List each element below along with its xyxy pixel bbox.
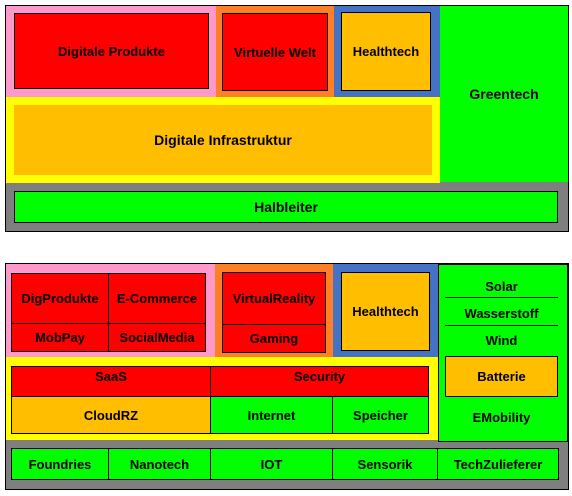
virtualreality-label: VirtualReality xyxy=(232,291,316,306)
security-box: Security xyxy=(210,366,429,397)
emobility-cell: EMobility xyxy=(445,400,558,434)
speicher-box: Speicher xyxy=(332,396,429,434)
cloudrz-label: CloudRZ xyxy=(83,407,139,423)
wasserstoff-label: Wasserstoff xyxy=(464,306,539,321)
iot-box: IOT xyxy=(210,448,333,480)
mobpay-box: MobPay xyxy=(11,323,109,352)
iot-label: IOT xyxy=(260,456,283,472)
ecommerce-box: E-Commerce xyxy=(108,273,206,324)
internet-box: Internet xyxy=(210,396,333,434)
techzulieferer-box: TechZulieferer xyxy=(437,448,559,480)
techzulieferer-label: TechZulieferer xyxy=(453,456,543,472)
greentech-label: Greentech xyxy=(469,86,539,102)
healthtech-label: Healthtech xyxy=(352,44,420,59)
solar-cell: Solar xyxy=(445,276,558,298)
virtuelle-welt-box: Virtuelle Welt xyxy=(222,13,328,91)
nanotech-label: Nanotech xyxy=(129,456,190,472)
saas-box: SaaS xyxy=(11,366,211,397)
batterie-box: Batterie xyxy=(445,356,558,397)
sensorik-label: Sensorik xyxy=(357,456,413,472)
solar-label: Solar xyxy=(485,279,518,294)
emobility-label: EMobility xyxy=(472,409,531,425)
cloudrz-box: CloudRZ xyxy=(11,396,211,434)
gaming-label: Gaming xyxy=(249,331,299,346)
wind-label: Wind xyxy=(485,332,518,348)
nanotech-box: Nanotech xyxy=(108,448,211,480)
healthtech-box: Healthtech xyxy=(341,12,431,91)
healthtech-bottom-box: Healthtech xyxy=(341,272,430,351)
digitale-produkte-box: Digitale Produkte xyxy=(14,13,209,89)
internet-label: Internet xyxy=(247,407,296,423)
digitale-infrastruktur-box: Digitale Infrastruktur xyxy=(14,105,432,175)
ecommerce-label: E-Commerce xyxy=(116,291,198,306)
socialmedia-box: SocialMedia xyxy=(108,323,206,352)
energy-column xyxy=(438,264,568,442)
halbleiter-label: Halbleiter xyxy=(254,199,318,215)
speicher-label: Speicher xyxy=(353,407,408,423)
saas-label: SaaS xyxy=(95,369,127,384)
digitale-infrastruktur-label: Digitale Infrastruktur xyxy=(154,132,292,148)
sensorik-box: Sensorik xyxy=(332,448,438,480)
greentech-box: Greentech xyxy=(440,6,568,182)
halbleiter-box: Halbleiter xyxy=(14,191,558,223)
gaming-box: Gaming xyxy=(222,324,326,353)
healthtech-bottom-label: Healthtech xyxy=(352,304,419,319)
foundries-label: Foundries xyxy=(28,456,92,472)
socialmedia-label: SocialMedia xyxy=(119,330,195,345)
digprodukte-label: DigProdukte xyxy=(21,291,99,306)
wasserstoff-cell: Wasserstoff xyxy=(445,302,558,326)
virtualreality-box: VirtualReality xyxy=(222,272,326,325)
virtuelle-welt-label: Virtuelle Welt xyxy=(234,44,316,60)
digitale-produkte-label: Digitale Produkte xyxy=(58,43,165,59)
foundries-box: Foundries xyxy=(11,448,109,480)
batterie-label: Batterie xyxy=(477,369,526,384)
wind-cell: Wind xyxy=(445,328,558,352)
mobpay-label: MobPay xyxy=(35,330,85,345)
security-label: Security xyxy=(293,369,346,384)
digprodukte-box: DigProdukte xyxy=(11,273,109,324)
